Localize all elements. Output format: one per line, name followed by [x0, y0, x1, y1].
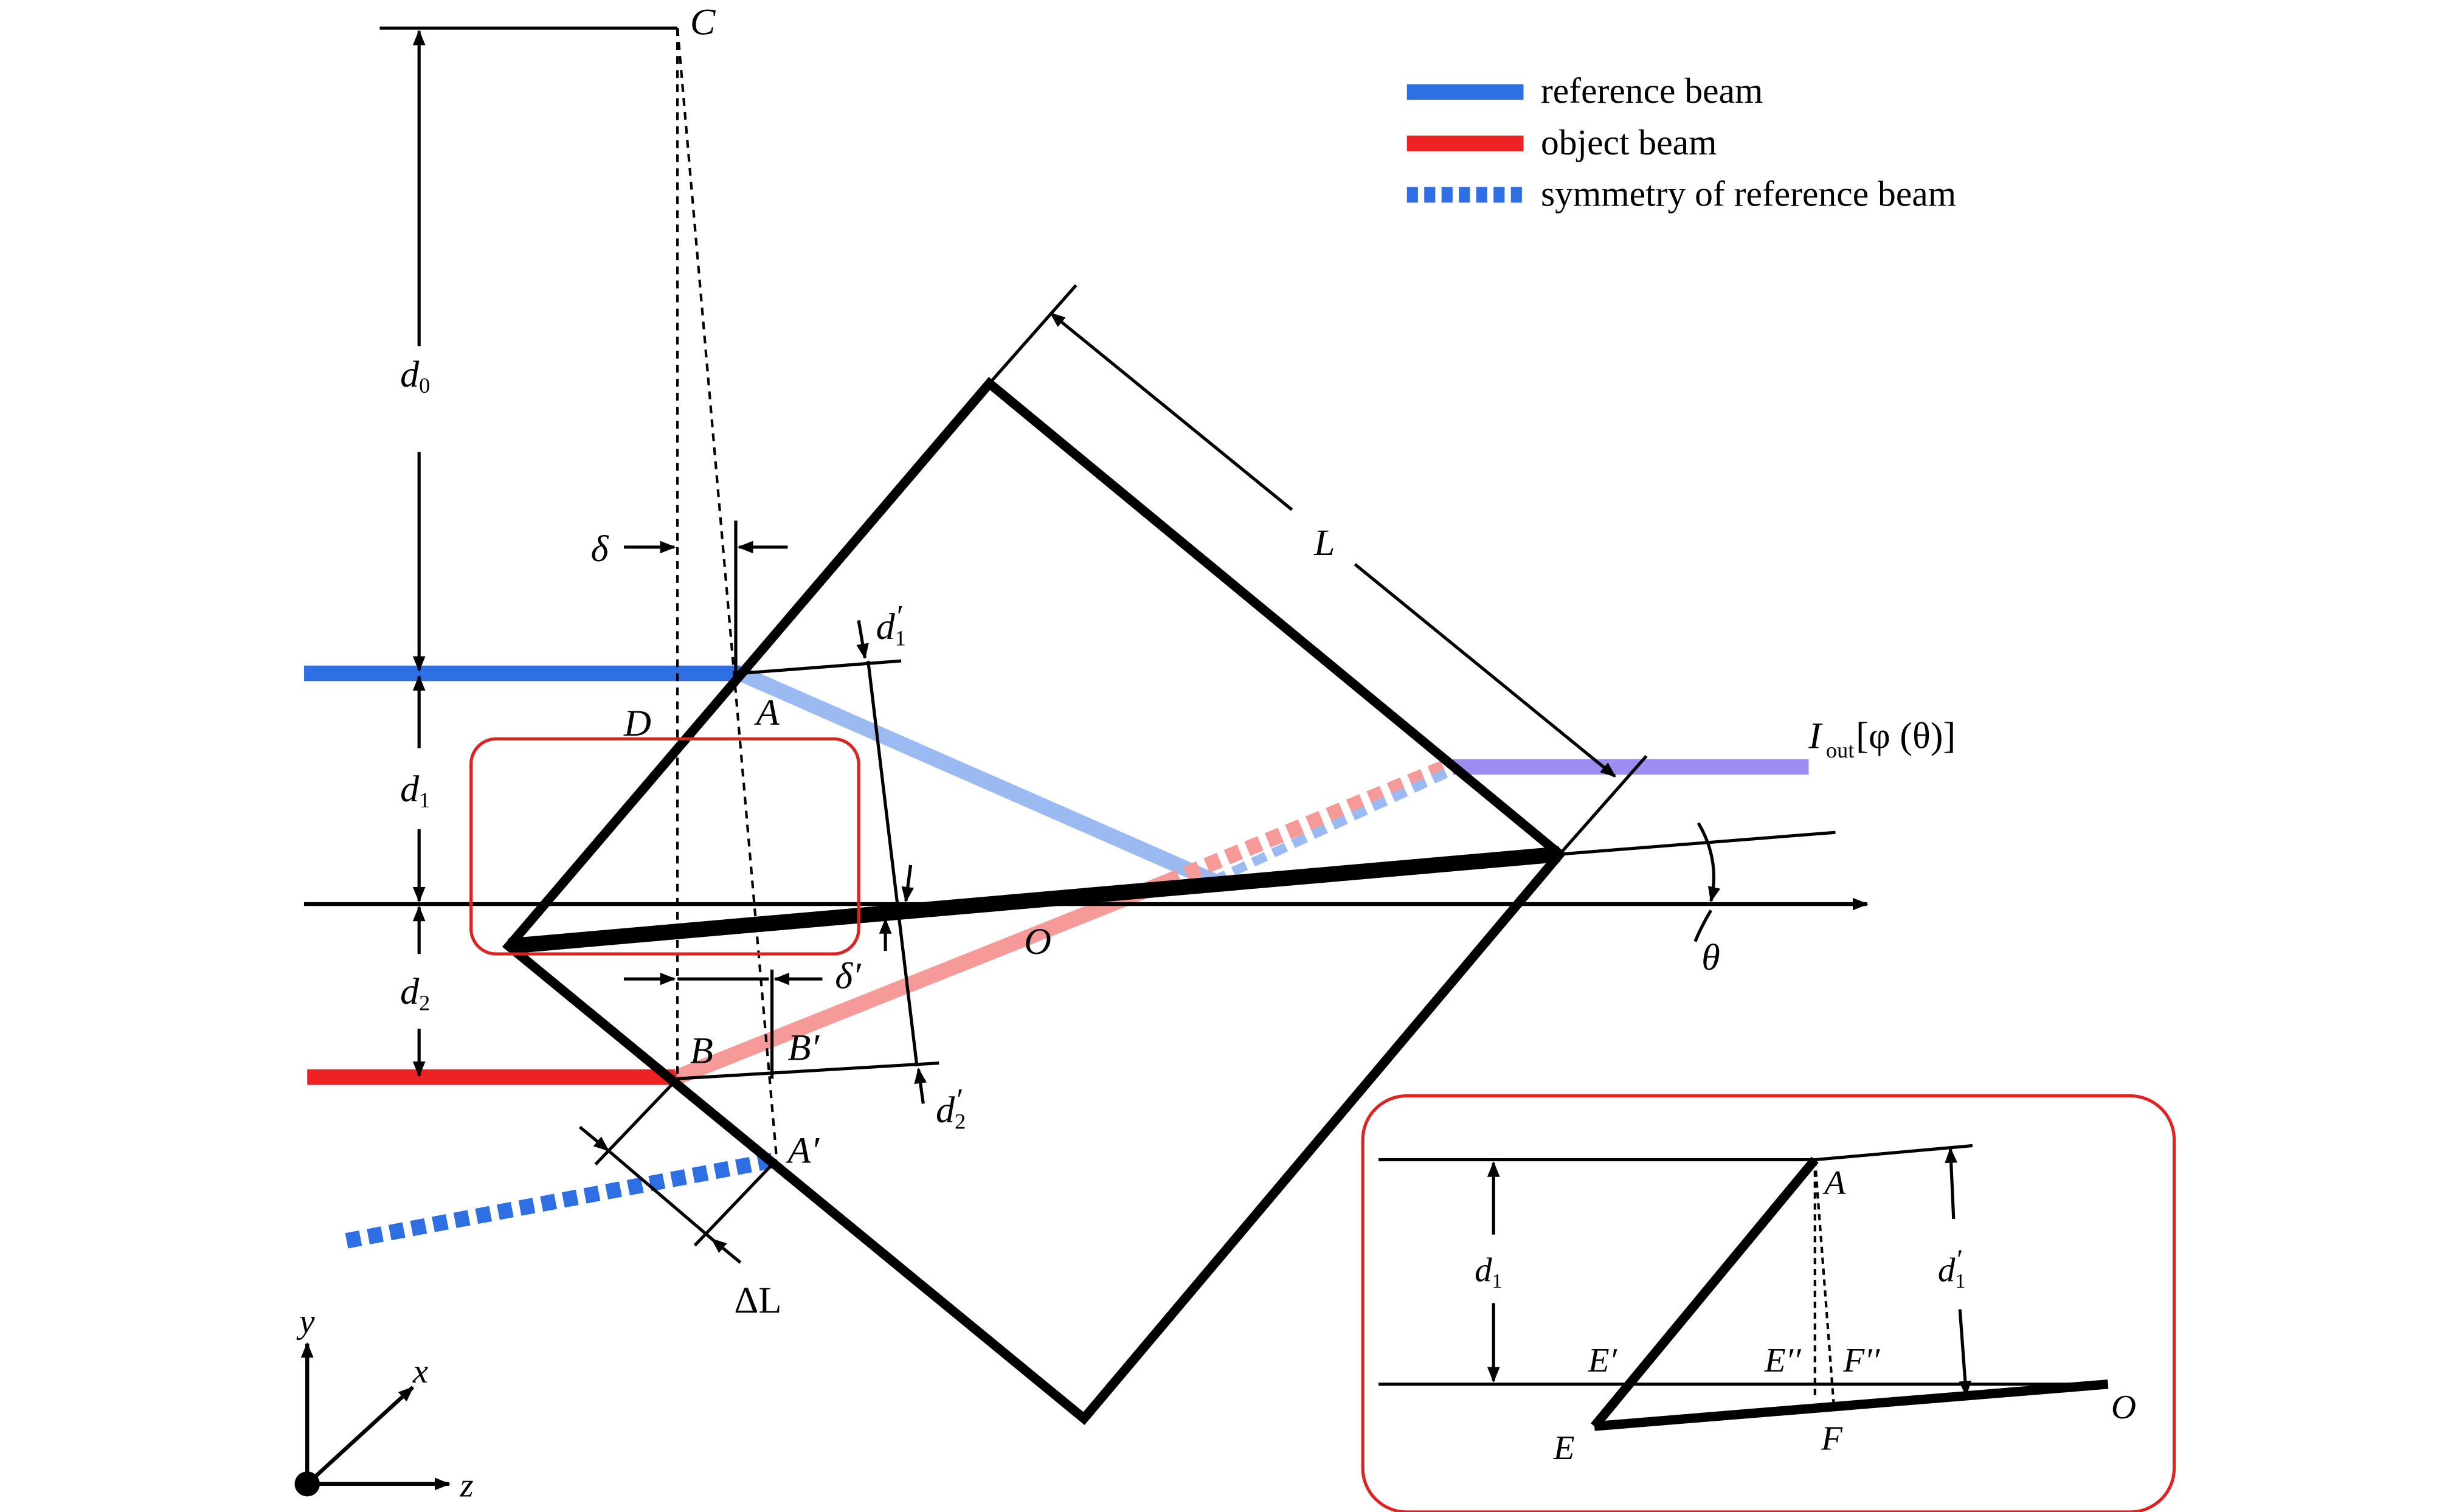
symmetry-reference-beam [345, 1151, 778, 1249]
theta-ref-line [1559, 830, 1836, 856]
theta-arc [1697, 822, 1721, 903]
svg-text:′: ′ [1955, 1244, 1962, 1276]
label-d1-prime: d 1 ′ [876, 599, 906, 650]
d1p-arrow-top [856, 620, 869, 660]
inset-label-d1-prime: d 1 ′ [1938, 1244, 1965, 1293]
legend-object-label: object beam [1541, 122, 1717, 162]
inset-d1p-arrow-lower [1958, 1309, 1972, 1397]
l-extension-bottom [1558, 754, 1648, 855]
l-extension-top [988, 284, 1077, 385]
prism [502, 376, 1567, 1425]
svg-text:1: 1 [895, 626, 906, 651]
delta-l-arrow-top [578, 1125, 610, 1152]
slanted-dashed-line [676, 27, 778, 1160]
reference-beam-refracted [737, 666, 1217, 888]
inset-a-slope-line [1814, 1144, 1973, 1162]
svg-text:I: I [1808, 716, 1823, 757]
label-delta-prime: δ′ [835, 956, 862, 997]
label-o: O [1024, 921, 1051, 962]
label-d: D [623, 703, 651, 744]
label-b-prime: B′ [787, 1027, 820, 1069]
object-beam-dashed [1163, 759, 1450, 890]
label-delta-l: ΔL [734, 1280, 781, 1321]
coordinate-axes: y x z [294, 1302, 474, 1505]
inset-label-e-prime: E′ [1588, 1342, 1618, 1380]
tilted-plane [508, 846, 1561, 954]
d1p-arrow-bottom [901, 865, 915, 903]
label-a: A [754, 692, 780, 734]
svg-text:′: ′ [895, 599, 902, 634]
label-b: B [690, 1030, 713, 1072]
inset-plane-eo [1594, 1379, 2109, 1431]
label-c: C [690, 2, 716, 43]
l-arrow-lower [1354, 563, 1616, 778]
label-d1: d 1 [400, 768, 430, 812]
label-l: L [1313, 522, 1335, 564]
b-d2p-baseline [677, 1062, 939, 1080]
svg-text:1: 1 [1492, 1270, 1503, 1293]
label-delta: δ [591, 528, 609, 570]
label-d2-prime: d 2 ′ [936, 1083, 966, 1133]
a-d1p-baseline [740, 659, 902, 675]
inset-detail: A E E′ E′′ F F′′ O d 1 d 1 ′ [1361, 1094, 2176, 1512]
axis-label-x: x [412, 1352, 428, 1390]
svg-text:d: d [400, 971, 420, 1012]
object-beam-refracted [674, 875, 1169, 1085]
label-a-prime: A′ [785, 1130, 820, 1172]
inset-edge-ea [1591, 1156, 1819, 1429]
inset-dashed-slanted [1813, 1159, 1835, 1406]
svg-text:d: d [400, 768, 420, 810]
svg-text:d: d [876, 606, 896, 647]
svg-text:2: 2 [955, 1109, 966, 1133]
legend-symmetry-label: symmetry of reference beam [1541, 174, 1956, 214]
theta-arc-lower [1693, 910, 1713, 942]
legend: reference beam object beam symmetry of r… [1406, 71, 1956, 214]
svg-text:2: 2 [419, 991, 430, 1015]
x-axis-arrow [306, 1386, 415, 1486]
delta-l-dim [607, 1149, 713, 1241]
label-d2: d 2 [400, 971, 430, 1015]
svg-text:d: d [400, 354, 420, 395]
inset-label-f-double-prime: F′′ [1842, 1342, 1880, 1380]
svg-text:d: d [1475, 1251, 1492, 1289]
inset-label-o: O [2111, 1388, 2136, 1426]
delta-l-ext-a [693, 1158, 778, 1247]
label-theta: θ [1701, 937, 1720, 978]
inset-label-e: E [1553, 1429, 1575, 1467]
inset-d1p-arrow-upper [1945, 1147, 1958, 1220]
label-i-out: I out [φ (θ)] [1808, 716, 1956, 762]
legend-reference-label: reference beam [1541, 71, 1763, 111]
inset-box [1361, 1094, 2176, 1512]
svg-text:1: 1 [1955, 1270, 1965, 1293]
axis-label-y: y [296, 1302, 315, 1341]
highlight-box [469, 737, 860, 956]
svg-text:out: out [1826, 738, 1854, 762]
svg-text:0: 0 [419, 373, 430, 398]
inset-label-f: F [1821, 1420, 1843, 1458]
inset-label-a: A [1822, 1164, 1845, 1202]
axis-label-z: z [460, 1466, 474, 1505]
svg-text:d: d [936, 1089, 955, 1131]
label-d0: d 0 [400, 354, 430, 398]
d2p-arrow-bottom [914, 1068, 927, 1104]
inset-label-e-double-prime: E′′ [1764, 1342, 1802, 1380]
svg-text:d: d [1938, 1251, 1956, 1289]
svg-text:1: 1 [419, 788, 430, 812]
delta-l-arrow-bottom [711, 1238, 742, 1264]
d-prime-connector [866, 660, 919, 1067]
svg-text:[φ (θ)]: [φ (θ)] [1856, 716, 1956, 757]
l-arrow-upper [1050, 312, 1293, 511]
svg-text:′: ′ [955, 1083, 962, 1117]
inset-label-d1: d 1 [1475, 1251, 1502, 1293]
